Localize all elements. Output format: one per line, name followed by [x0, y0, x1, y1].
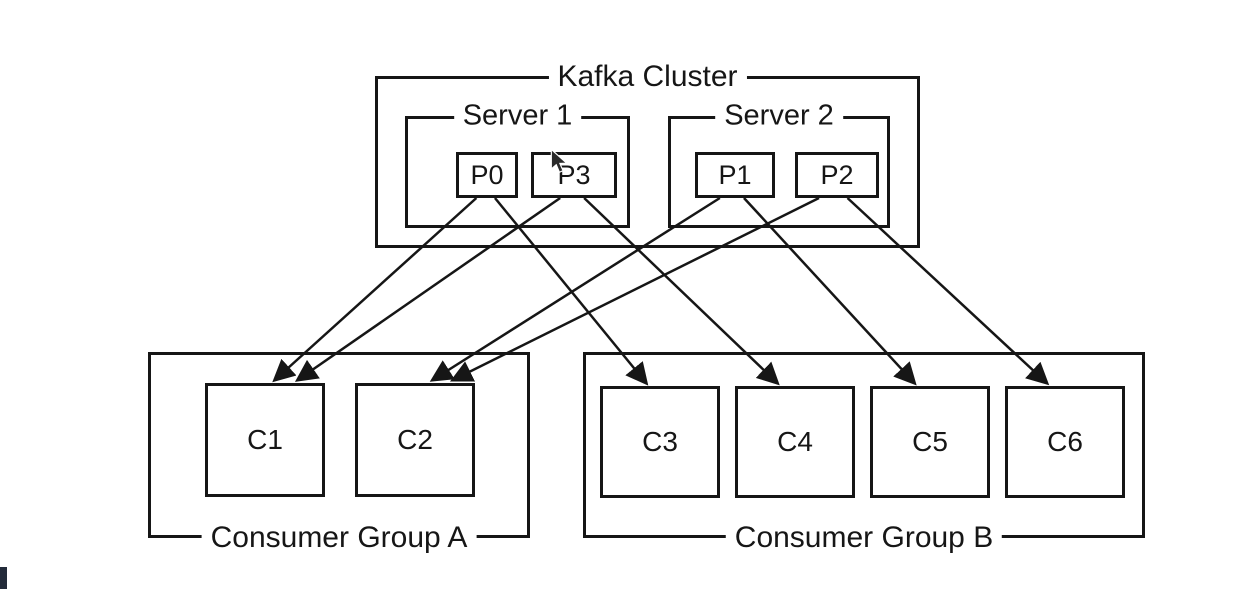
- consumer-c6-label: C6: [1047, 426, 1083, 457]
- consumer-c3-label: C3: [642, 426, 678, 457]
- server1-label: Server 1: [453, 100, 582, 133]
- kafka-cluster-box: Kafka Cluster Server 1 P0 P3 Server 2 P1…: [375, 59, 920, 248]
- consumer-group-b-label: Consumer Group B: [725, 521, 1003, 555]
- consumer-c2-label: C2: [397, 424, 433, 455]
- server1-box: Server 1 P0 P3: [405, 100, 630, 228]
- partition-p1: P1: [695, 152, 775, 198]
- partition-p0-label: P0: [470, 159, 504, 190]
- partition-p0: P0: [456, 152, 518, 198]
- partition-p3-label: P3: [557, 159, 591, 190]
- partition-p2-label: P2: [820, 159, 854, 190]
- partition-p3: P3: [531, 152, 617, 198]
- consumer-group-b-box: Consumer Group B C3 C4 C5 C6: [583, 352, 1145, 555]
- consumer-c3: C3: [600, 386, 720, 498]
- consumer-c5: C5: [870, 386, 990, 498]
- kafka-cluster-label: Kafka Cluster: [548, 59, 747, 93]
- consumer-c4: C4: [735, 386, 855, 498]
- consumer-c1-label: C1: [247, 424, 283, 455]
- partition-p1-label: P1: [718, 159, 752, 190]
- consumer-c4-label: C4: [777, 426, 813, 457]
- screen-edge-artifact: [0, 567, 7, 589]
- consumer-c5-label: C5: [912, 426, 948, 457]
- consumer-group-a-label: Consumer Group A: [201, 521, 477, 555]
- consumer-c1: C1: [205, 383, 325, 497]
- consumer-c2: C2: [355, 383, 475, 497]
- consumer-group-a-box: Consumer Group A C1 C2: [148, 352, 530, 555]
- consumer-c6: C6: [1005, 386, 1125, 498]
- mouse-cursor-icon: [550, 148, 569, 174]
- partition-p2: P2: [795, 152, 879, 198]
- server2-label: Server 2: [715, 100, 843, 133]
- server2-box: Server 2 P1 P2: [668, 100, 890, 228]
